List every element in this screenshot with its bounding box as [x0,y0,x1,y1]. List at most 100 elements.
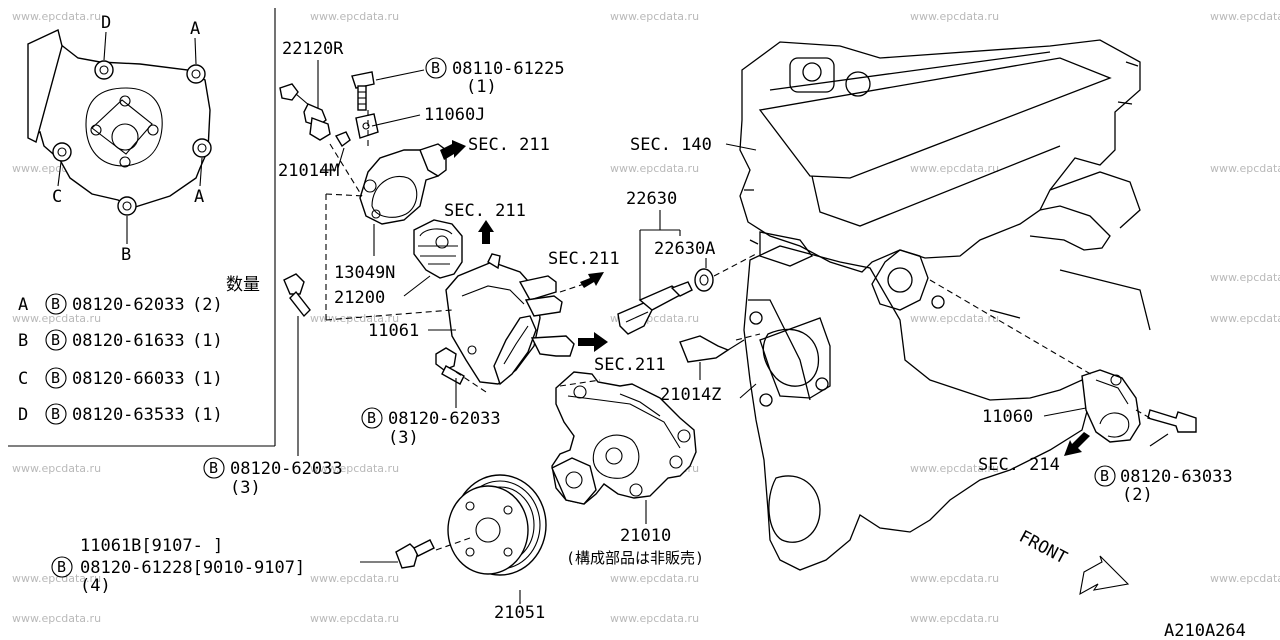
bolt-08120-61228 [395,539,435,569]
watermark: www.epcdata.ru [910,462,999,475]
watermark: www.epcdata.ru [12,10,101,23]
label-21200: 21200 [334,288,385,308]
leader-a-top [194,37,197,65]
bolt-08120-62033-center [435,347,465,385]
label-08120-63033-qty: (2) [1122,485,1153,505]
label-08110-61225: 08110-61225 [452,59,565,79]
arrow-icon [1064,432,1090,456]
bracket-11060J [355,113,379,139]
bolt-marker-letter: B [51,295,60,313]
inset-point-b: B [121,245,131,265]
watermark: www.epcdata.ru [910,10,999,23]
bolt-08120-62033-left [283,273,311,318]
leader-d [103,31,107,61]
watermark: www.epcdata.ru [910,612,999,625]
dashed-assembly-lines [325,110,1151,551]
legend-qty: (2) [192,295,223,315]
label-08120-62033-left-qty: (3) [230,478,261,498]
label-sec-211-inlet: SEC.211 [548,249,620,269]
water-inlet-11061 [445,253,575,386]
watermark: www.epcdata.ru [310,572,399,585]
watermark: www.epcdata.ru [12,462,101,475]
sensor-22120R [279,83,331,141]
label-08110-61225-qty: (1) [466,77,497,97]
label-22630: 22630 [626,189,677,209]
water-outlet-11060 [1081,369,1141,443]
legend-part: 08120-62033 [72,295,185,315]
watermark: www.epcdata.ru [1210,162,1280,175]
front-arrow-icon [1079,555,1130,596]
label-11060J: 11060J [424,105,485,125]
inset-point-a-top: A [190,19,200,39]
watermark: www.epcdata.ru [12,312,101,325]
watermark: www.epcdata.ru [310,10,399,23]
leader-c [57,161,62,187]
watermark: www.epcdata.ru [310,312,399,325]
label-sec-211-lower: SEC.211 [594,355,666,375]
inset-panel: D A A C B 数量 A B 08120-62033 (2) B B 081… [8,8,276,447]
legend-part: 08120-63533 [72,405,185,425]
water-pump-outline-inset [27,29,212,216]
watermark: www.epcdata.ru [610,162,699,175]
bolt-marker-icon [45,367,67,389]
label-21014M: 21014M [278,161,339,181]
bolt-marker-letter: B [57,558,66,576]
bolt-marker-letter: B [431,59,440,77]
legend-qty: (1) [192,369,223,389]
watermark: www.epcdata.ru [610,612,699,625]
bolt-marker-icon [425,57,447,79]
bolt-marker-icon [51,556,73,578]
bolt-markers: B B B B B [51,57,1116,578]
diagram-code: A210A264 [1164,621,1246,640]
watermark: www.epcdata.ru [910,162,999,175]
label-21051: 21051 [494,603,545,623]
watermark: www.epcdata.ru [310,612,399,625]
label-11060: 11060 [982,407,1033,427]
label-08120-62033-left: 08120-62033 [230,459,343,479]
thermostat-housing-upper [359,143,447,225]
arrow-icon [440,140,466,160]
watermark: www.epcdata.ru [1210,572,1280,585]
arrow-icon [578,332,608,352]
label-13049N: 13049N [334,263,395,283]
bolt-08120-63033 [1147,409,1197,433]
bolt-marker-letter: B [51,331,60,349]
bolt-marker-letter: B [51,405,60,423]
leader-a-bottom [199,157,203,187]
bolt-marker-letter: B [51,369,60,387]
watermark-layer: www.epcdata.ru www.epcdata.ru www.epcdat… [12,10,1280,625]
sensor-22630 [617,281,693,335]
bolt-marker-icon [203,457,225,479]
watermark: www.epcdata.ru [310,462,399,475]
label-11061: 11061 [368,321,419,341]
inset-point-d: D [101,13,111,33]
pulley-21051 [447,474,547,576]
legend-key: A [18,295,28,315]
arrow-icon [478,220,494,244]
label-sec-140: SEC. 140 [630,135,712,155]
bolt-marker-letter: B [367,409,376,427]
washer-22630A [694,268,714,292]
gasket-21014Z [679,335,745,363]
direction-arrows [440,140,1130,596]
legend-row-a: A B 08120-62033 (2) [18,293,223,315]
bolt-marker-icon [45,329,67,351]
gasket-21014M-small [334,131,351,148]
leader-lines [297,60,1169,604]
legend-row-c: C B 08120-66033 (1) [18,367,223,389]
watermark: www.epcdata.ru [910,572,999,585]
legend-key: C [18,369,28,389]
legend-part: 08120-61633 [72,331,185,351]
label-08120-63033: 08120-63033 [1120,467,1233,487]
label-11061B: 11061B[9107- ] [80,536,223,556]
label-21014Z: 21014Z [660,385,721,405]
legend-key: D [18,405,28,425]
watermark: www.epcdata.ru [12,612,101,625]
watermark: www.epcdata.ru [1210,312,1280,325]
label-22120R: 22120R [282,39,344,59]
legend-row-d: D B 08120-63533 (1) [18,403,223,425]
label-front: FRONT [1016,527,1071,569]
inset-point-c: C [52,187,62,207]
bolt-marker-icon [45,403,67,425]
label-22630A: 22630A [654,239,715,259]
